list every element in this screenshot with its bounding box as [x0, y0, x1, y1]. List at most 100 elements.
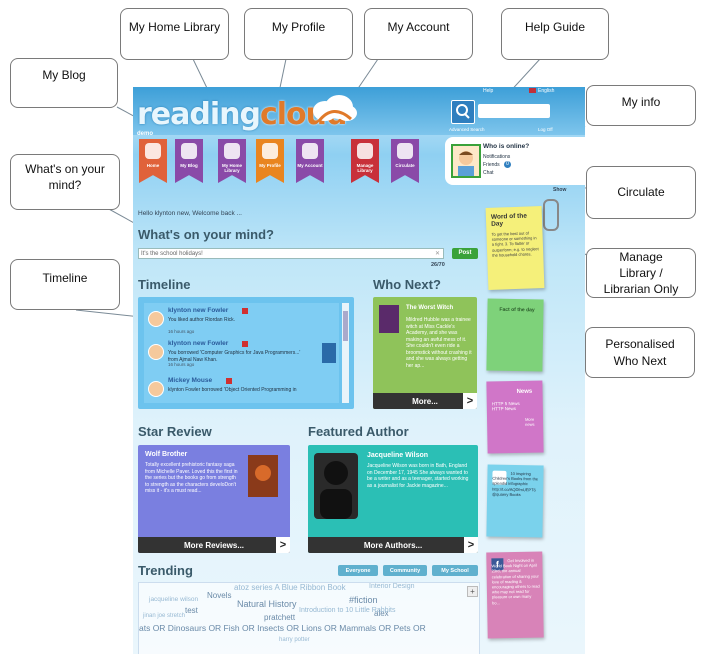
- trending-word[interactable]: alex: [374, 609, 389, 618]
- nav-item-circulate[interactable]: Circulate: [391, 139, 419, 183]
- show-link[interactable]: Show: [553, 187, 567, 193]
- language-select[interactable]: English: [538, 88, 555, 94]
- word-of-day-note[interactable]: Word of the Day To get the best out of s…: [485, 206, 545, 290]
- tab-everyone[interactable]: Everyone: [338, 565, 378, 576]
- featured-author-heading: Featured Author: [308, 424, 409, 439]
- callout-blog: My Blog: [10, 58, 118, 108]
- who-next-more-label: More...: [412, 396, 438, 406]
- zoom-in-button[interactable]: +: [467, 586, 478, 597]
- trending-word[interactable]: Natural History: [237, 599, 297, 609]
- like-icon: [226, 378, 232, 384]
- timeline-heading: Timeline: [138, 277, 191, 292]
- author-text: Jacqueline Wilson was born in Bath, Engl…: [367, 463, 469, 489]
- nav-icon: [224, 143, 240, 159]
- who-next-panel: The Worst Witch Mildred Hubble was a tra…: [373, 297, 477, 409]
- help-link[interactable]: Help: [483, 88, 494, 94]
- readingcloud-app: readingcloud demo Help English Advanced …: [133, 87, 585, 654]
- callout-help-guide: Help Guide: [501, 8, 609, 60]
- tab-community[interactable]: Community: [383, 565, 427, 576]
- timeline-entry[interactable]: Mickey Mouse klynton Fowler borrowed 'Obj…: [146, 377, 338, 407]
- nav-label: Circulate: [395, 163, 415, 168]
- clear-icon[interactable]: ✕: [434, 251, 440, 257]
- like-icon: [242, 341, 248, 347]
- news-more-link[interactable]: More news: [524, 416, 535, 427]
- trending-word[interactable]: jacqueline wilson: [149, 596, 199, 603]
- tab-my-school[interactable]: My School: [432, 565, 478, 576]
- star-review-cover[interactable]: [248, 455, 278, 497]
- entry-name[interactable]: klynton new Fowler: [168, 307, 229, 314]
- twitter-note[interactable]: 10 inspiring Children's Books from the s…: [486, 464, 544, 538]
- nav-item-manage-library[interactable]: Manage Library: [351, 139, 379, 183]
- who-next-more-button[interactable]: More...>: [373, 393, 477, 409]
- trending-word[interactable]: ats OR Dinosaurs OR Fish OR Insects OR L…: [139, 623, 426, 633]
- trending-word[interactable]: #fiction: [349, 595, 378, 605]
- user-tag: demo: [137, 131, 154, 137]
- who-next-cover[interactable]: [379, 305, 399, 333]
- who-next-title[interactable]: The Worst Witch: [406, 305, 454, 311]
- nav-item-my-account[interactable]: My Account: [296, 139, 324, 183]
- facebook-note[interactable]: f Get Involved in World Book Night on Ap…: [486, 551, 544, 639]
- callout-timeline: Timeline: [10, 259, 120, 310]
- twitter-text: 10 inspiring Children's Books from the s…: [492, 470, 539, 497]
- search-button[interactable]: [451, 100, 475, 124]
- nav-item-my-home-library[interactable]: My Home Library: [218, 139, 246, 183]
- status-input[interactable]: It's the school holidays! ✕: [138, 248, 444, 259]
- nav-label: My Home Library: [221, 163, 242, 173]
- star-review-title[interactable]: Wolf Brother: [145, 451, 188, 458]
- online-chat[interactable]: Chat: [483, 170, 494, 176]
- trending-word[interactable]: pratchett: [264, 613, 296, 622]
- trending-heading: Trending: [138, 563, 193, 578]
- arrow-right-icon: >: [464, 537, 478, 553]
- nav-icon: [145, 143, 161, 159]
- author-name[interactable]: Jacqueline Wilson: [367, 452, 429, 459]
- logo[interactable]: readingcloud: [137, 97, 347, 132]
- mind-heading: What's on your mind?: [138, 227, 274, 242]
- featured-author-panel: Jacqueline Wilson Jacqueline Wilson was …: [308, 445, 478, 553]
- online-notifications[interactable]: Notifications: [483, 154, 511, 160]
- word-of-day-text: To get the best out of someone or someth…: [491, 230, 539, 258]
- author-silhouette: [314, 453, 358, 519]
- entry-text: You borrowed 'Computer Graphics for Java…: [168, 350, 301, 363]
- news-note[interactable]: News HTTP 5 News HTTP News More news: [486, 380, 544, 454]
- nav-icon: [181, 143, 197, 159]
- timeline-list: [144, 303, 339, 403]
- post-button[interactable]: Post: [452, 248, 478, 259]
- trending-word[interactable]: harry potter: [279, 637, 310, 643]
- logo-text-reading: reading: [137, 97, 261, 132]
- facebook-text: Get Involved in World Book Night on Apri…: [491, 557, 540, 605]
- online-friends[interactable]: Friends: [483, 162, 500, 168]
- news-text: HTTP 5 News HTTP News: [491, 400, 520, 412]
- fact-of-day-note[interactable]: Fact of the day: [486, 298, 544, 372]
- entry-name[interactable]: Mickey Mouse: [168, 377, 213, 384]
- search-input[interactable]: [478, 104, 550, 118]
- search-icon: [456, 104, 470, 119]
- entry-text: klynton Fowler borrowed 'Object Oriented…: [168, 387, 297, 393]
- nav-item-my-profile[interactable]: My Profile: [256, 139, 284, 183]
- avatar[interactable]: [451, 144, 481, 178]
- trending-word[interactable]: atoz series A Blue Ribbon Book: [234, 583, 346, 592]
- nav-item-home[interactable]: Home: [139, 139, 167, 183]
- more-reviews-button[interactable]: More Reviews...>: [138, 537, 290, 553]
- book-thumbnail: [322, 343, 336, 363]
- word-of-day-title: Word of the Day: [490, 212, 528, 228]
- entry-name[interactable]: klynton new Fowler: [168, 340, 229, 347]
- callout-my-info: My info: [586, 85, 696, 126]
- callout-manage-library: Manage Library / Librarian Only: [586, 248, 696, 298]
- advanced-search-link[interactable]: Advanced Search: [449, 127, 485, 132]
- trending-word[interactable]: Novels: [207, 591, 232, 600]
- nav-item-my-blog[interactable]: My Blog: [175, 139, 203, 183]
- timeline-scrollbar[interactable]: [342, 303, 349, 403]
- fact-of-day-title: Fact of the day: [499, 306, 535, 314]
- trending-word[interactable]: Interior Design: [369, 583, 415, 590]
- nav-label: My Blog: [180, 163, 198, 168]
- welcome-text: Hello klynton new, Welcome back ...: [138, 210, 242, 217]
- trending-word[interactable]: Introduction to 10 Little Rabbits: [299, 607, 396, 614]
- trending-word[interactable]: jinan joe stretch: [143, 613, 186, 619]
- callout-personalised-who-next: Personalised Who Next: [585, 327, 695, 378]
- more-authors-button[interactable]: More Authors...>: [308, 537, 478, 553]
- entry-time: 16 hours ago: [168, 329, 195, 334]
- logout-link[interactable]: Log Off: [538, 127, 553, 132]
- trending-word[interactable]: test: [185, 606, 198, 615]
